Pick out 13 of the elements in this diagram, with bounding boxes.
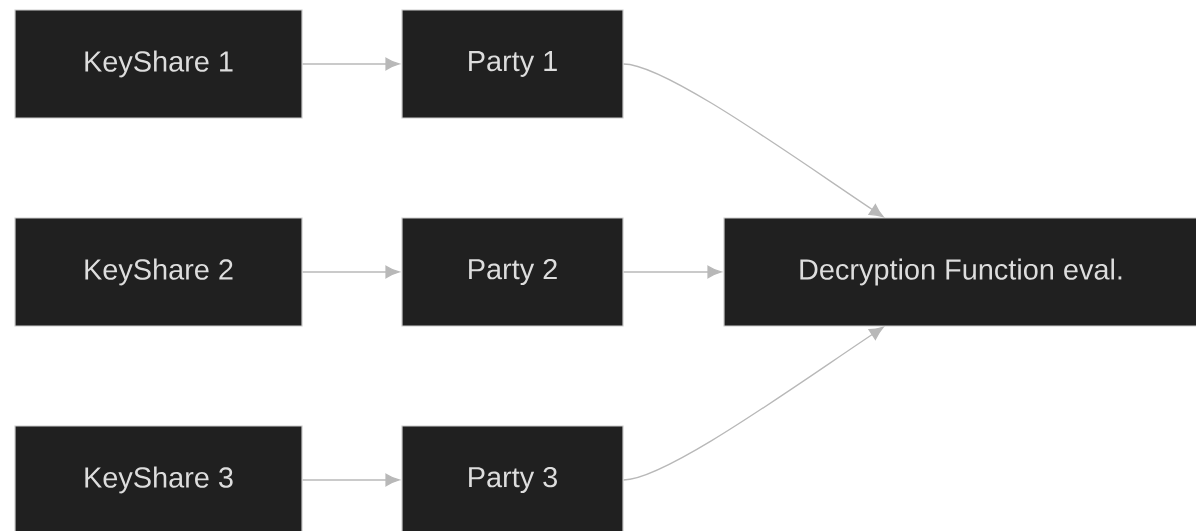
- arrow: [301, 473, 400, 487]
- process-box: Decryption Function eval.: [723, 217, 1196, 327]
- arrow: [622, 63, 884, 218]
- process-box: KeyShare 2: [14, 217, 303, 327]
- arrow: [301, 57, 400, 71]
- process-box: Party 2: [401, 217, 624, 327]
- process-box: Party 1: [401, 9, 624, 119]
- arrow: [301, 265, 400, 279]
- process-box: Party 3: [401, 425, 624, 531]
- process-box: KeyShare 3: [14, 425, 303, 531]
- arrow: [622, 326, 884, 481]
- process-box: KeyShare 1: [14, 9, 303, 119]
- arrow: [622, 265, 722, 279]
